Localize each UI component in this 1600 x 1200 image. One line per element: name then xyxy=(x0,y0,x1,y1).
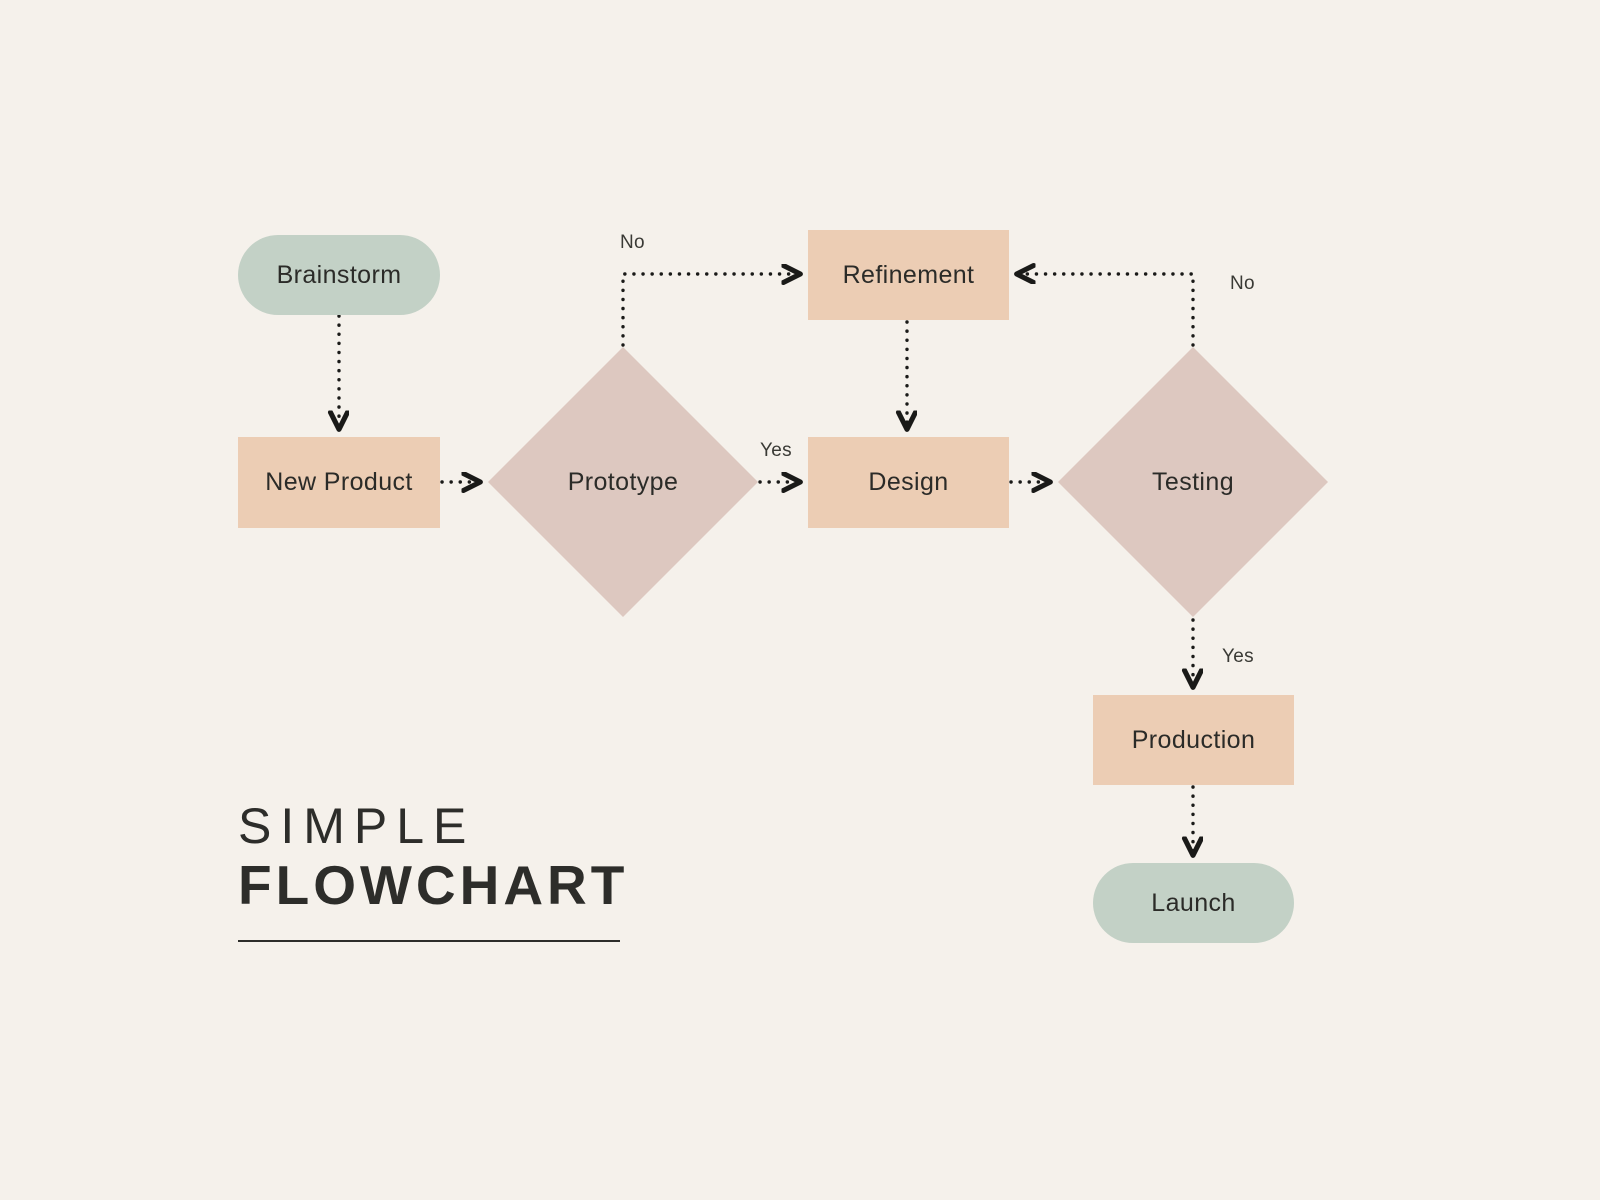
node-prototype-label: Prototype xyxy=(567,467,679,496)
node-prototype[interactable]: Prototype xyxy=(488,347,758,617)
node-launch-label: Launch xyxy=(1151,888,1236,917)
node-refinement-label: Refinement xyxy=(842,260,975,289)
node-brainstorm[interactable]: Brainstorm xyxy=(238,235,440,315)
node-design-label: Design xyxy=(868,468,949,496)
edge-prototype-no-refinement xyxy=(621,274,799,347)
node-launch[interactable]: Launch xyxy=(1093,863,1294,943)
node-testing-label: Testing xyxy=(1151,467,1234,496)
title-block: SIMPLE FLOWCHART xyxy=(238,798,658,943)
edge-label-prototype-no: No xyxy=(620,232,645,253)
node-new-product[interactable]: New Product xyxy=(238,437,440,528)
page-title-line-2: FLOWCHART xyxy=(238,853,629,916)
page-title-line-1: SIMPLE xyxy=(238,798,476,854)
edge-testing-no-refinement xyxy=(1018,274,1195,347)
edge-label-testing-no: No xyxy=(1230,273,1255,294)
edge-label-testing-yes: Yes xyxy=(1222,646,1254,667)
node-testing[interactable]: Testing xyxy=(1058,347,1328,617)
title-divider xyxy=(238,940,620,943)
shape-testing-diamond[interactable] xyxy=(1058,347,1328,617)
edge-label-prototype-yes: Yes xyxy=(760,440,792,461)
node-production-label: Production xyxy=(1131,725,1256,754)
node-brainstorm-label: Brainstorm xyxy=(276,260,402,289)
node-new-product-label: New Product xyxy=(265,468,413,496)
node-design[interactable]: Design xyxy=(808,437,1009,528)
shape-prototype-diamond[interactable] xyxy=(488,347,758,617)
node-refinement[interactable]: Refinement xyxy=(808,230,1009,320)
node-production[interactable]: Production xyxy=(1093,695,1294,785)
